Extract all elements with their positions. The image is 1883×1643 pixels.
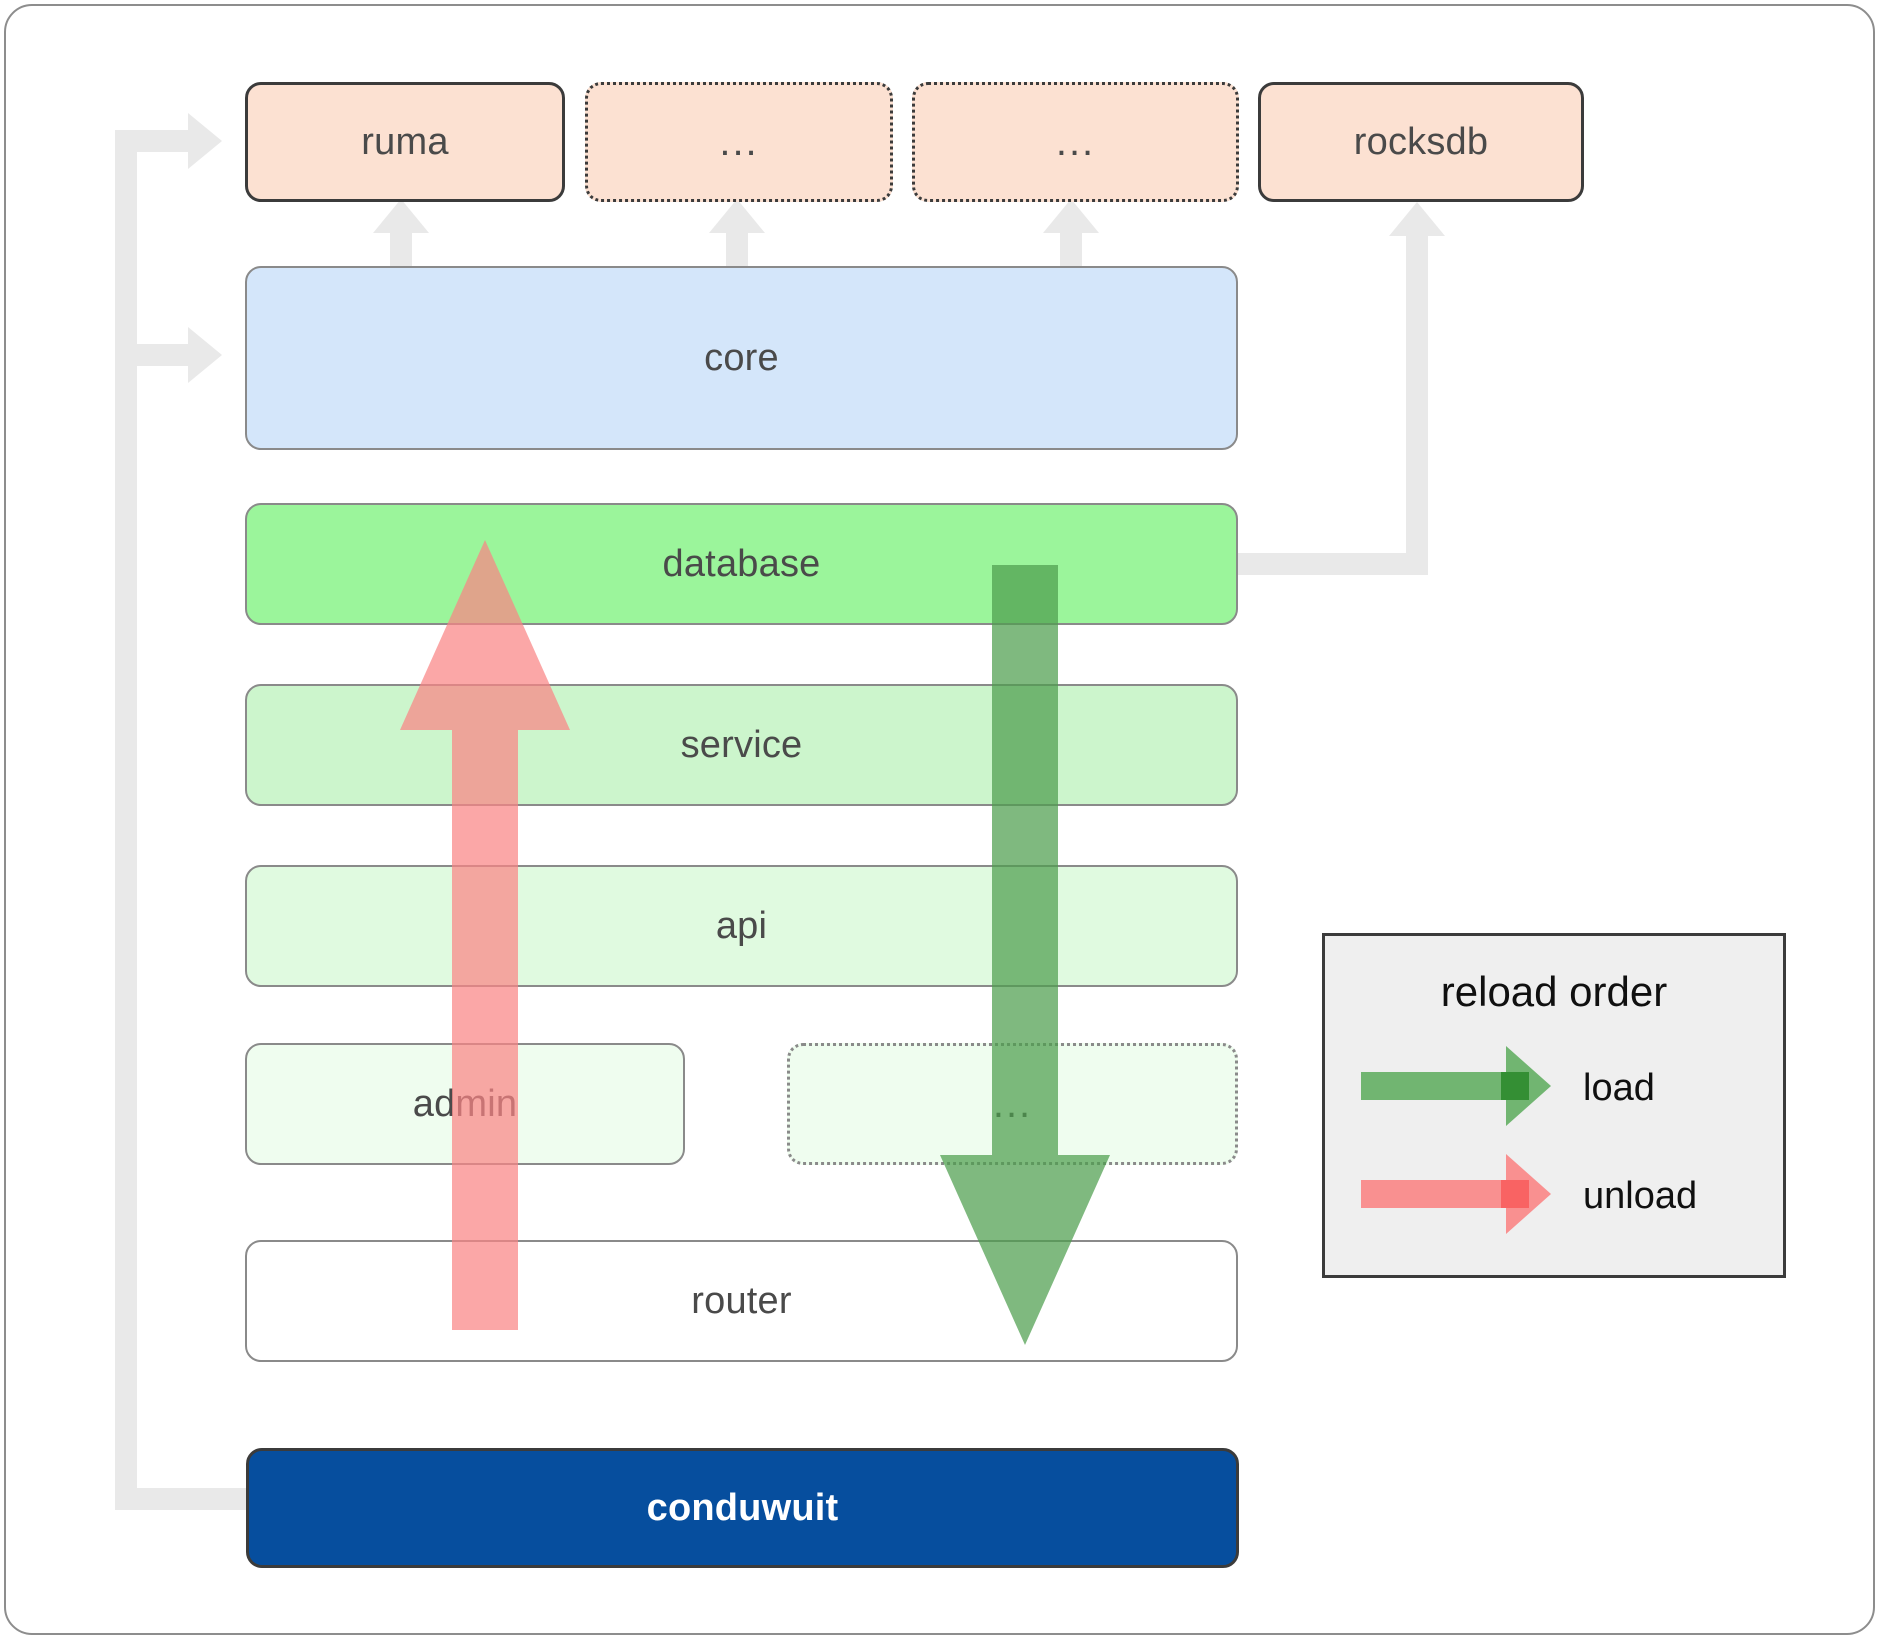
node-ruma[interactable]: ruma xyxy=(245,82,565,202)
legend-title: reload order xyxy=(1440,968,1668,1015)
connector-spine-vertical xyxy=(115,130,137,1510)
legend-label-load: load xyxy=(1583,1067,1655,1109)
flow-arrow-unload xyxy=(385,540,585,1330)
node-api-label: api xyxy=(715,904,768,947)
connector-arrowhead-ruma-icon xyxy=(188,113,222,169)
connector-branch-to-core xyxy=(115,344,190,366)
connector-arrowhead-core-icon xyxy=(188,327,222,383)
legend-row-load: load xyxy=(1361,1046,1655,1131)
node-database-label: database xyxy=(662,542,821,585)
legend-swatch-load-icon xyxy=(1361,1046,1551,1131)
connector-core-to-ruma-shaft xyxy=(390,228,412,266)
node-external-2[interactable]: ... xyxy=(585,82,893,202)
connector-core-to-ext3-arrowhead-icon xyxy=(1043,199,1099,233)
legend-swatch-unload-icon xyxy=(1361,1154,1551,1239)
node-external-2-label: ... xyxy=(719,120,759,164)
node-service-label: service xyxy=(680,723,803,766)
node-router-label: router xyxy=(691,1279,792,1322)
connector-core-to-ext2-shaft xyxy=(726,228,748,266)
legend-label-unload: unload xyxy=(1583,1175,1698,1217)
node-conduwuit[interactable]: conduwuit xyxy=(246,1448,1239,1568)
flow-arrow-load xyxy=(925,565,1125,1345)
connector-core-to-ext3-shaft xyxy=(1060,228,1082,266)
legend-reload-order: reload order load unload xyxy=(1322,933,1786,1278)
node-rocksdb-label: rocksdb xyxy=(1353,120,1489,163)
node-core[interactable]: core xyxy=(245,266,1238,450)
node-core-label: core xyxy=(704,336,779,379)
node-ruma-label: ruma xyxy=(361,120,449,163)
connector-core-to-ext2-arrowhead-icon xyxy=(709,199,765,233)
node-external-3[interactable]: ... xyxy=(912,82,1239,202)
connector-database-to-rocksdb-horizontal xyxy=(1238,553,1428,575)
connector-branch-to-ruma xyxy=(115,130,190,152)
connector-spine-to-conduwuit xyxy=(115,1488,250,1510)
node-external-3-label: ... xyxy=(1055,120,1096,164)
connector-core-to-ruma-arrowhead-icon xyxy=(373,199,429,233)
node-conduwuit-label: conduwuit xyxy=(646,1486,839,1529)
legend-row-unload: unload xyxy=(1361,1154,1697,1239)
connector-database-to-rocksdb-vertical xyxy=(1406,236,1428,575)
connector-arrowhead-rocksdb-icon xyxy=(1389,202,1445,236)
node-rocksdb[interactable]: rocksdb xyxy=(1258,82,1584,202)
